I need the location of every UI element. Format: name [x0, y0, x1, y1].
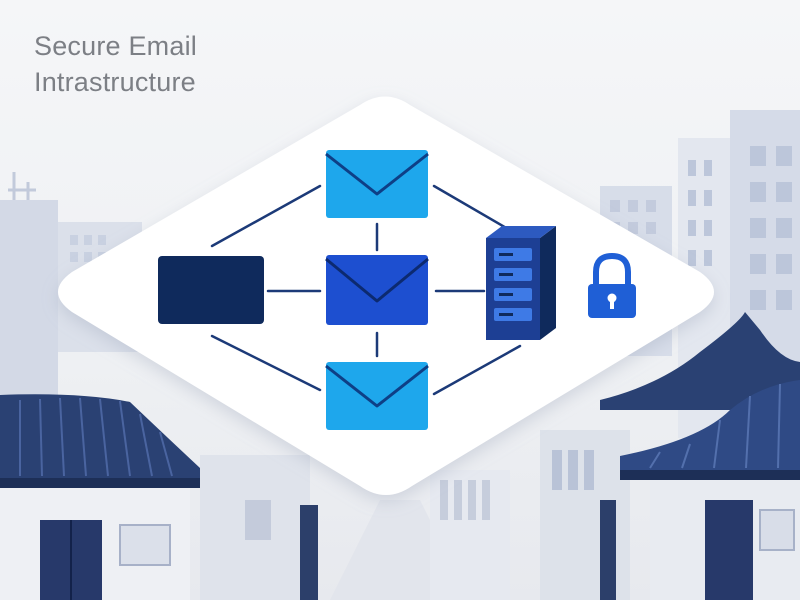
mail-server-icon: [486, 226, 556, 340]
right-building-tall-windows: [688, 146, 792, 310]
hanok-right-eave: [620, 470, 800, 480]
street-building-right-windows: [552, 450, 594, 490]
hanok-right-door: [705, 500, 753, 600]
server-slot-indicators: [499, 253, 513, 316]
hanok-right-window: [759, 509, 795, 551]
street-door-left: [300, 505, 318, 600]
hanok-house-left: [0, 394, 200, 600]
edge-email-bottom-server: [432, 344, 522, 396]
envelope-center-icon: [325, 255, 429, 325]
edge-client-email-top: [210, 184, 322, 248]
hanok-house-right: [600, 312, 800, 600]
hanok-left-roof-tiles: [19, 397, 173, 477]
edge-client-email-bottom: [210, 334, 322, 392]
envelope-bottom-icon: [325, 362, 429, 430]
hanok-right-upper-roof: [600, 312, 800, 410]
hanok-left-window: [119, 524, 171, 566]
client-terminal-panel: [158, 256, 264, 324]
street-scene: [200, 430, 630, 600]
title-line-2: Intrastructure: [34, 67, 196, 97]
title-line-1: Secure Email: [34, 31, 197, 61]
hanok-left-eave: [0, 478, 200, 488]
street-window-left: [245, 500, 271, 540]
hanok-right-lower-roof: [620, 380, 800, 470]
envelope-top-icon: [325, 150, 429, 218]
lock-icon: [588, 252, 636, 318]
hanok-right-roof-tiles: [649, 383, 781, 469]
page-title: Secure Email Intrastructure: [34, 28, 197, 100]
street-door-right: [600, 500, 616, 600]
street-building-center-windows: [440, 480, 490, 520]
hanok-left-roof: [0, 394, 200, 478]
